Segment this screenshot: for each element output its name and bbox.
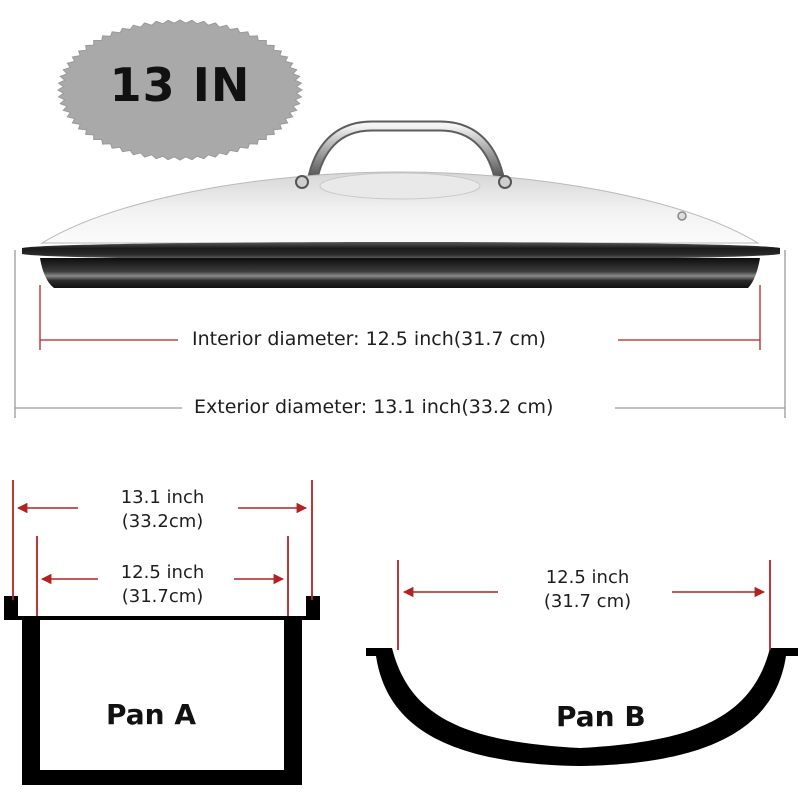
pan-b-size-inch: 12.5 inch bbox=[545, 567, 630, 588]
pan-b-size: 12.5 inch (31.7 cm) bbox=[515, 566, 660, 614]
pan-a-outer-size-cm: (33.2cm) bbox=[121, 511, 204, 532]
lid-rim bbox=[22, 242, 780, 260]
pan-a-inner-size: 12.5 inch (31.7cm) bbox=[95, 561, 230, 609]
rivet-right bbox=[498, 175, 512, 189]
knob-base bbox=[319, 172, 481, 200]
pan-a-outer-size: 13.1 inch (33.2cm) bbox=[95, 486, 230, 534]
pan-a-inner-size-inch: 12.5 inch bbox=[120, 562, 205, 583]
steam-vent bbox=[677, 211, 687, 221]
interior-dimension bbox=[39, 285, 761, 350]
pan-a-inner-size-cm: (31.7cm) bbox=[121, 586, 204, 607]
exterior-diameter-label: Exterior diameter: 13.1 inch(33.2 cm) bbox=[194, 396, 554, 418]
pan-b-size-cm: (31.7 cm) bbox=[543, 591, 632, 612]
interior-diameter-label: Interior diameter: 12.5 inch(31.7 cm) bbox=[192, 328, 546, 350]
pan-b-outline bbox=[366, 648, 798, 766]
pan-b-label: Pan B bbox=[556, 700, 646, 733]
size-badge-text: 13 IN bbox=[109, 58, 251, 112]
rivet-left bbox=[295, 175, 309, 189]
size-badge-shape bbox=[57, 19, 303, 161]
pan-a-label: Pan A bbox=[106, 698, 197, 731]
exterior-dimension bbox=[14, 250, 786, 418]
lid-band bbox=[40, 258, 760, 288]
pan-a-outer-size-inch: 13.1 inch bbox=[120, 487, 205, 508]
pan-b-illustration bbox=[366, 560, 798, 766]
glass-dome bbox=[40, 171, 760, 244]
lid-illustration bbox=[22, 120, 780, 288]
pan-a-illustration bbox=[4, 480, 320, 785]
